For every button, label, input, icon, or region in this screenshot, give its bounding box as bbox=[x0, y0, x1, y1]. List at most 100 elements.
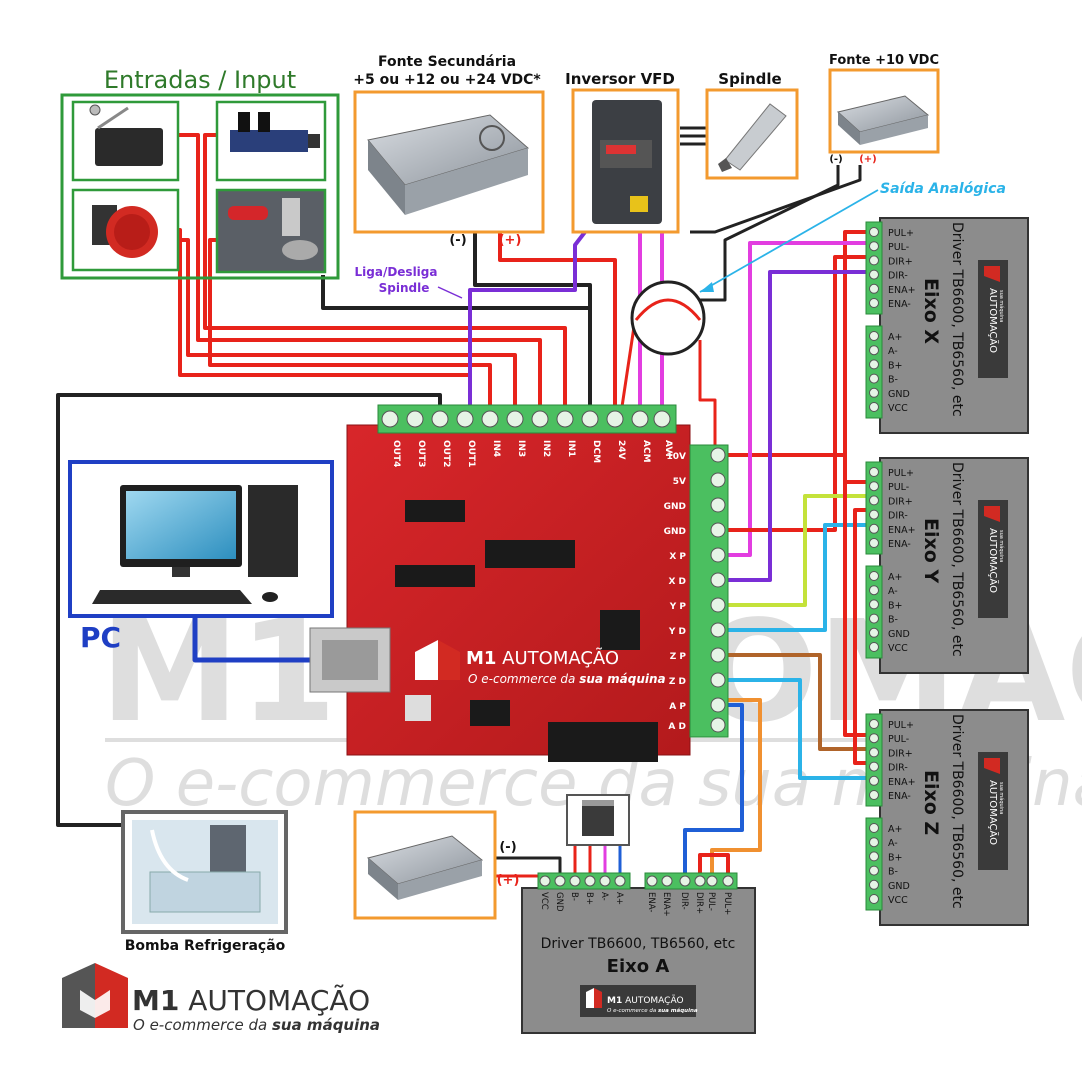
secondary-psu-pos: (+) bbox=[499, 233, 522, 248]
psu-a-pos: (+) bbox=[497, 873, 520, 888]
pc: PC bbox=[68, 460, 334, 654]
driver-a-badge-tag: O e-commerce da bbox=[607, 1008, 658, 1014]
right-terminal-label: 5V bbox=[673, 477, 686, 487]
board-brand-name: AUTOMAÇÃO bbox=[502, 647, 619, 669]
spindle-switch-label-2: Spindle bbox=[379, 281, 430, 295]
top-terminal-label: IN4 bbox=[491, 440, 501, 457]
driver-terminal-label: ENA+ bbox=[888, 525, 916, 536]
driver-terminal-label: DIR+ bbox=[888, 256, 913, 267]
right-terminal-label: X P bbox=[669, 552, 686, 562]
driver-a-model: Driver TB6600, TB6560, etc bbox=[541, 936, 736, 952]
driver-a-terminal-label: DIR- bbox=[679, 892, 689, 910]
stepper-motor bbox=[566, 794, 630, 846]
driver-model: Driver TB6600, TB6560, etc bbox=[949, 462, 965, 657]
driver-a-badge-tag-bold: sua máquina bbox=[658, 1007, 698, 1014]
analog-out-label: Saída Analógica bbox=[880, 181, 1006, 197]
emergency-stop-button bbox=[71, 188, 180, 272]
right-terminal-label: Z D bbox=[669, 677, 686, 687]
potentiometer bbox=[630, 280, 706, 356]
vfd-title: Inversor VFD bbox=[565, 70, 675, 88]
psu-10v: Fonte +10 VDC (-) (+) bbox=[828, 53, 940, 165]
driver-model: Driver TB6600, TB6560, etc bbox=[949, 222, 965, 417]
board-tagline-bold: sua máquina bbox=[579, 672, 665, 686]
psu10-pos: (+) bbox=[859, 154, 877, 165]
driver-a-badge-name: AUTOMAÇÃO bbox=[625, 995, 683, 1006]
right-terminals bbox=[710, 447, 726, 733]
driver-terminal-label: DIR- bbox=[888, 511, 908, 522]
driver-a-axis: Eixo A bbox=[607, 956, 670, 977]
driver-badge-name: AUTOMAÇÃO bbox=[987, 288, 1000, 353]
driver-model: Driver TB6600, TB6560, etc bbox=[949, 714, 965, 909]
top-terminal-label: AVI bbox=[663, 440, 673, 457]
board-brand-bold: M1 bbox=[466, 648, 496, 669]
pc-label: PC bbox=[80, 621, 121, 654]
driver-terminal-label: PUL+ bbox=[888, 720, 914, 731]
motor-terminal-label: VCC bbox=[888, 895, 908, 906]
driver-terminal-label: DIR- bbox=[888, 763, 908, 774]
top-terminal-label: DCM bbox=[591, 440, 601, 463]
motor-terminal-label: VCC bbox=[888, 643, 908, 654]
driver-terminal-label: PUL+ bbox=[888, 468, 914, 479]
analog-out-arrow bbox=[699, 189, 879, 293]
driver-a-terminal-screws bbox=[539, 875, 734, 887]
driver-terminal-label: PUL- bbox=[888, 734, 909, 745]
driver-terminal-label: PUL- bbox=[888, 482, 909, 493]
motor-terminal-label: B- bbox=[888, 867, 898, 878]
motor-terminal-label: B- bbox=[888, 615, 898, 626]
psu10-title: Fonte +10 VDC bbox=[829, 53, 939, 68]
driver-a-terminal-label: ENA+ bbox=[661, 892, 671, 917]
driver-a-terminal-label: A- bbox=[599, 892, 609, 901]
driver-badge-tagline: sua máquina bbox=[998, 782, 1005, 814]
driver-a-terminal-label: GND bbox=[554, 892, 564, 912]
motor-terminal-label: A+ bbox=[888, 332, 902, 343]
motor-terminal-label: A+ bbox=[888, 824, 902, 835]
driver-terminal-label: DIR+ bbox=[888, 748, 913, 759]
driver-badge-name: AUTOMAÇÃO bbox=[987, 528, 1000, 593]
inputs-panel: Entradas / Input bbox=[60, 66, 340, 280]
right-terminal-label: GND bbox=[664, 527, 686, 537]
driver-terminal-label: ENA- bbox=[888, 791, 911, 802]
brand-name: AUTOMAÇÃO bbox=[188, 984, 370, 1017]
right-terminal-label: A P bbox=[669, 702, 686, 712]
driver-a-terminal-label: VCC bbox=[539, 892, 549, 910]
driver-terminal-label: ENA- bbox=[888, 539, 911, 550]
top-terminal-label: ACM bbox=[641, 440, 651, 463]
motor-terminal-label: A- bbox=[888, 346, 898, 357]
driver-axis: Eixo Z bbox=[920, 770, 942, 835]
inputs-title: Entradas / Input bbox=[104, 66, 296, 94]
driver-a-terminal-label: A+ bbox=[614, 892, 624, 905]
driver-a-terminal-label: PUL+ bbox=[722, 892, 732, 915]
touch-probe bbox=[215, 188, 327, 274]
top-terminal-label: OUT4 bbox=[391, 440, 401, 467]
top-terminal-label: IN1 bbox=[566, 440, 576, 457]
driver-terminal-label: ENA- bbox=[888, 299, 911, 310]
secondary-psu-title-1: Fonte Secundária bbox=[378, 54, 516, 70]
limit-switch bbox=[71, 100, 180, 182]
secondary-psu-title-2: +5 ou +12 ou +24 VDC* bbox=[353, 72, 541, 88]
psu-image bbox=[367, 114, 530, 215]
driver-axis: Eixo X bbox=[920, 278, 942, 344]
board-logo: M1 AUTOMAÇÃO O e-commerce da sua máquina bbox=[415, 640, 666, 686]
driver-a-terminal-label: B+ bbox=[584, 892, 594, 905]
svg-text:M1 AUTOMAÇÃO: M1 AUTOMAÇÃO bbox=[132, 984, 370, 1017]
driver-a-badge-bold: M1 bbox=[607, 996, 622, 1006]
vfd-inverter: Inversor VFD bbox=[565, 70, 708, 234]
top-terminal-label: OUT1 bbox=[466, 440, 476, 467]
driver-badge-tagline: sua máquina bbox=[998, 290, 1005, 322]
right-terminal-label: A D bbox=[668, 722, 686, 732]
coolant-pump: Bomba Refrigeração bbox=[121, 810, 288, 954]
driver-badge-tagline: sua máquina bbox=[998, 530, 1005, 562]
brand-bold: M1 bbox=[132, 984, 179, 1017]
top-terminal-label: IN3 bbox=[516, 440, 526, 457]
driver-terminal-label: DIR- bbox=[888, 271, 908, 282]
svg-text:O e-commerce da sua máquina: O e-commerce da sua máquina bbox=[468, 672, 666, 686]
